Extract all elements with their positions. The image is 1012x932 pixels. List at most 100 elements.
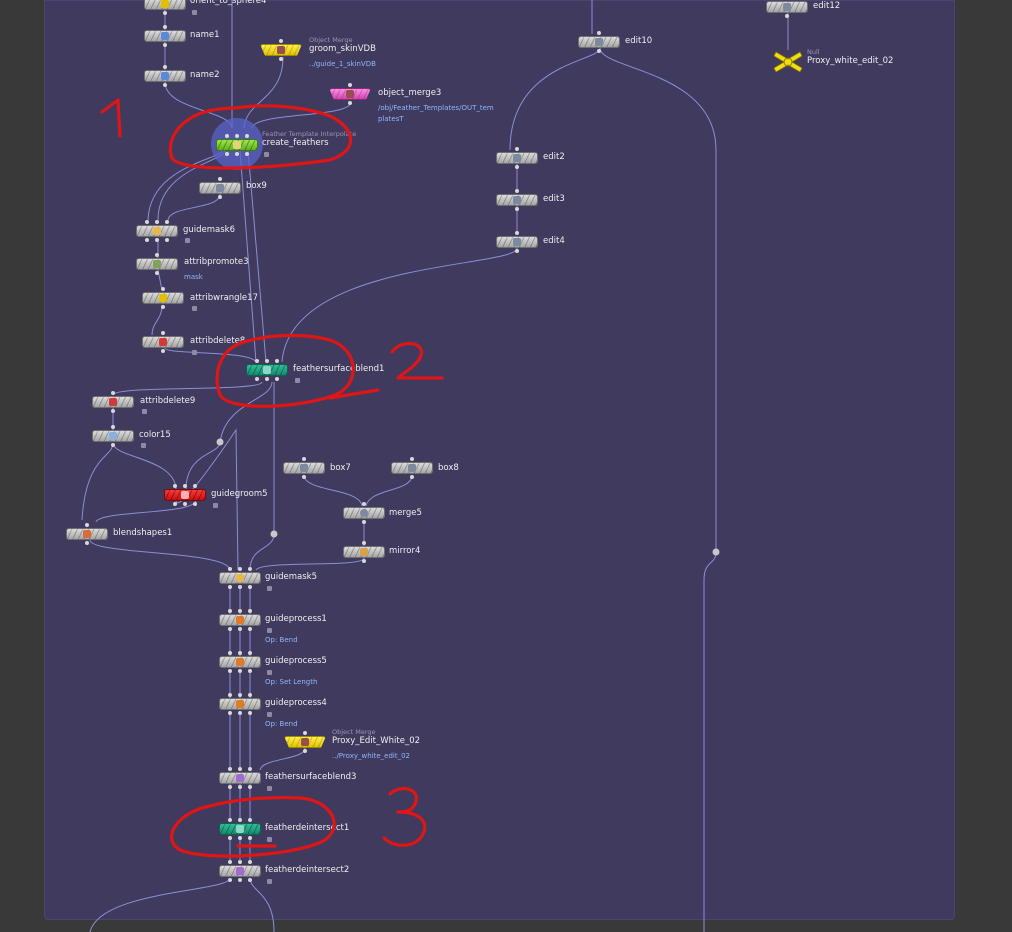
node-create_feathers[interactable] — [216, 139, 258, 151]
port-dot[interactable] — [248, 767, 252, 771]
node-edit12[interactable] — [766, 1, 808, 13]
node-edit4[interactable] — [496, 236, 538, 248]
port-dot[interactable] — [228, 860, 232, 864]
wire[interactable] — [229, 784, 251, 822]
wire[interactable] — [89, 877, 231, 932]
port-dot[interactable] — [238, 785, 242, 789]
wire[interactable] — [81, 442, 114, 521]
port-dot[interactable] — [248, 609, 252, 613]
port-dot[interactable] — [235, 134, 239, 138]
port-dot[interactable] — [348, 101, 352, 105]
node-guidemask6[interactable] — [136, 225, 178, 237]
node-box9[interactable] — [199, 182, 241, 194]
port-dot[interactable] — [275, 377, 279, 381]
port-dot[interactable] — [238, 651, 242, 655]
node-guidemask5[interactable] — [219, 572, 261, 584]
port-dot[interactable] — [248, 693, 252, 697]
port-dot[interactable] — [228, 651, 232, 655]
port-dot[interactable] — [238, 609, 242, 613]
port-dot[interactable] — [248, 860, 252, 864]
port-dot[interactable] — [238, 878, 242, 882]
node-feathersurfaceblend1[interactable] — [246, 364, 288, 376]
port-dot[interactable] — [235, 152, 239, 156]
port-dot[interactable] — [248, 567, 252, 571]
node-proxy_white_edit_02[interactable] — [772, 50, 804, 74]
wire[interactable] — [175, 428, 239, 571]
wire[interactable] — [303, 474, 363, 507]
port-dot[interactable] — [362, 541, 366, 545]
port-dot[interactable] — [173, 502, 177, 506]
port-dot[interactable] — [173, 484, 177, 488]
node-groom_skinVDB[interactable] — [260, 44, 302, 56]
port-dot[interactable] — [228, 693, 232, 697]
node-attribpromote3[interactable] — [136, 258, 178, 270]
wire[interactable] — [89, 539, 231, 571]
wire[interactable] — [229, 711, 251, 770]
node-edit10[interactable] — [578, 36, 620, 48]
port-dot[interactable] — [238, 669, 242, 673]
port-dot[interactable] — [145, 220, 149, 224]
port-dot[interactable] — [515, 207, 519, 211]
node-merge5[interactable] — [343, 507, 385, 519]
wire[interactable] — [243, 56, 284, 129]
node-proxy_edit_white_02[interactable] — [284, 736, 326, 748]
port-dot[interactable] — [228, 785, 232, 789]
port-dot[interactable] — [238, 860, 242, 864]
port-dot[interactable] — [238, 767, 242, 771]
wire[interactable] — [703, 551, 717, 932]
port-dot[interactable] — [248, 627, 252, 631]
node-name1[interactable] — [144, 30, 186, 42]
node-box7[interactable] — [283, 462, 325, 474]
wire[interactable] — [281, 247, 518, 363]
port-dot[interactable] — [163, 43, 167, 47]
port-dot[interactable] — [163, 25, 167, 29]
wire-dot[interactable] — [270, 530, 278, 538]
wire[interactable] — [95, 499, 197, 523]
node-name2[interactable] — [144, 70, 186, 82]
node-guidegroom5[interactable] — [164, 489, 206, 501]
port-dot[interactable] — [85, 541, 89, 545]
port-dot[interactable] — [111, 409, 115, 413]
port-dot[interactable] — [597, 31, 601, 35]
port-dot[interactable] — [163, 83, 167, 87]
port-dot[interactable] — [248, 669, 252, 673]
wire[interactable] — [219, 381, 273, 443]
port-dot[interactable] — [515, 231, 519, 235]
node-attribdelete9[interactable] — [92, 396, 134, 408]
node-attribwrangle17[interactable] — [142, 292, 184, 304]
port-dot[interactable] — [155, 220, 159, 224]
port-dot[interactable] — [515, 189, 519, 193]
port-dot[interactable] — [255, 377, 259, 381]
port-dot[interactable] — [248, 585, 252, 589]
port-dot[interactable] — [228, 609, 232, 613]
port-dot[interactable] — [193, 484, 197, 488]
node-attribdelete8[interactable] — [142, 336, 184, 348]
port-dot[interactable] — [111, 443, 115, 447]
port-dot[interactable] — [165, 220, 169, 224]
wire[interactable] — [167, 193, 221, 221]
port-dot[interactable] — [362, 559, 366, 563]
port-dot[interactable] — [163, 11, 167, 15]
wire[interactable] — [239, 149, 257, 363]
node-featherdeintersect1[interactable] — [219, 823, 261, 835]
port-dot[interactable] — [163, 65, 167, 69]
port-dot[interactable] — [248, 836, 252, 840]
port-dot[interactable] — [225, 134, 229, 138]
port-dot[interactable] — [515, 249, 519, 253]
port-dot[interactable] — [302, 457, 306, 461]
node-feathersurfaceblend3[interactable] — [219, 772, 261, 784]
port-dot[interactable] — [111, 391, 115, 395]
port-dot[interactable] — [218, 177, 222, 181]
node-guideprocess5[interactable] — [219, 656, 261, 668]
port-dot[interactable] — [238, 711, 242, 715]
port-dot[interactable] — [362, 502, 366, 506]
port-dot[interactable] — [597, 49, 601, 53]
node-guideprocess4[interactable] — [219, 698, 261, 710]
port-dot[interactable] — [228, 711, 232, 715]
node-mirror4[interactable] — [343, 546, 385, 558]
node-guideprocess1[interactable] — [219, 614, 261, 626]
port-dot[interactable] — [302, 475, 306, 479]
port-dot[interactable] — [238, 818, 242, 822]
port-dot[interactable] — [155, 238, 159, 242]
port-dot[interactable] — [145, 238, 149, 242]
